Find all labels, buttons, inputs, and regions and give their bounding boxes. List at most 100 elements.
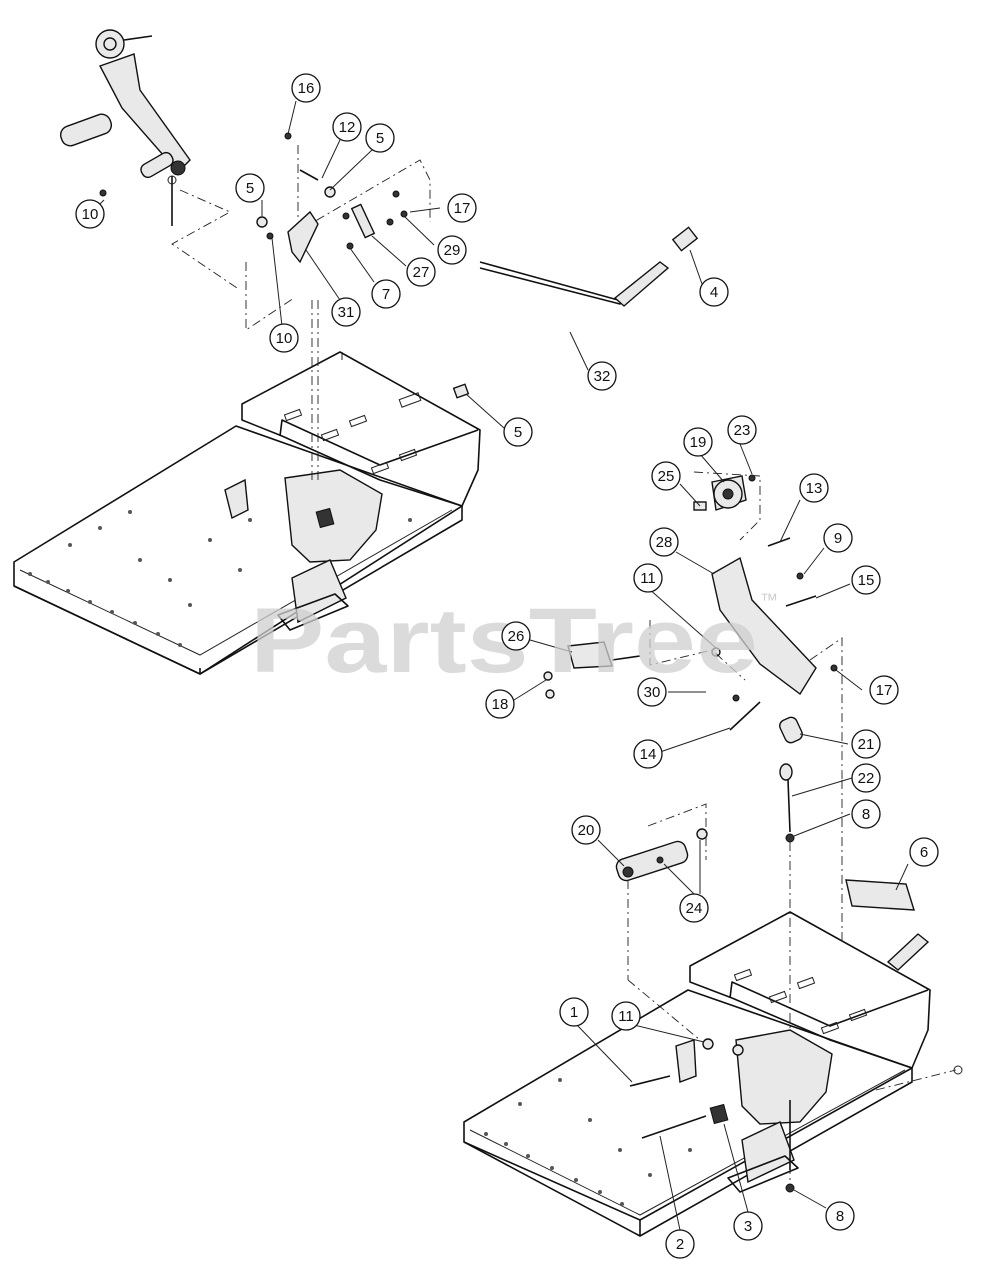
callout-circle xyxy=(633,739,663,769)
lower-housing-slots xyxy=(733,968,868,1035)
callout-label: 24 xyxy=(686,900,703,917)
upper-hardware xyxy=(99,132,408,250)
callout-label: 17 xyxy=(876,682,893,699)
callout-label: 23 xyxy=(734,422,751,439)
callout-c5a: 5 xyxy=(365,123,395,153)
callout-c14: 14 xyxy=(633,739,663,769)
callout-label: 19 xyxy=(690,434,707,451)
callout-label: 11 xyxy=(618,1008,634,1025)
callout-c18: 18 xyxy=(485,689,515,719)
callout-c1: 1 xyxy=(559,997,589,1027)
callout-label: 9 xyxy=(834,530,842,547)
upper-pedal-bracket xyxy=(284,469,383,563)
callout-circle xyxy=(825,1201,855,1231)
callout-c21: 21 xyxy=(851,729,881,759)
callout-circle xyxy=(851,763,881,793)
stop-bracket xyxy=(675,1039,697,1083)
callout-c10a: 10 xyxy=(75,199,105,229)
callout-circle xyxy=(75,199,105,229)
callout-circle xyxy=(727,415,757,445)
callout-c9: 9 xyxy=(823,523,853,553)
callout-c5b: 5 xyxy=(235,173,265,203)
callout-label: 17 xyxy=(454,200,471,217)
callout-c24: 24 xyxy=(679,893,709,923)
callout-circle xyxy=(683,427,713,457)
callout-circle xyxy=(699,277,729,307)
callout-label: 7 xyxy=(382,286,390,303)
callout-c31: 31 xyxy=(331,297,361,327)
callout-label: 2 xyxy=(676,1236,684,1253)
callout-circle xyxy=(651,461,681,491)
callout-label: 3 xyxy=(744,1218,752,1235)
callout-c8a: 8 xyxy=(851,799,881,829)
callout-c28: 28 xyxy=(649,527,679,557)
callout-c3: 3 xyxy=(733,1211,763,1241)
callout-label: 32 xyxy=(594,368,611,385)
callout-c17b: 17 xyxy=(869,675,899,705)
callout-circle xyxy=(559,997,589,1027)
callout-label: 15 xyxy=(858,572,875,589)
callout-circle xyxy=(501,621,531,651)
callout-label: 11 xyxy=(640,570,656,587)
pivot-bracket xyxy=(615,840,689,882)
lower-rear-housing xyxy=(689,911,931,1069)
lower-deck-plate xyxy=(463,989,913,1221)
callout-c16: 16 xyxy=(291,73,321,103)
callout-circle xyxy=(851,565,881,595)
callout-label: 13 xyxy=(806,480,823,497)
upper-deck-assembly xyxy=(13,29,699,675)
callout-c26: 26 xyxy=(501,621,531,651)
callout-c6: 6 xyxy=(909,837,939,867)
callout-label: 30 xyxy=(644,684,661,701)
callout-label: 16 xyxy=(298,80,315,97)
callout-circle xyxy=(869,675,899,705)
callout-c22: 22 xyxy=(851,763,881,793)
callout-label: 4 xyxy=(710,284,718,301)
callout-circle xyxy=(331,297,361,327)
callout-circle xyxy=(291,73,321,103)
callout-label: 1 xyxy=(570,1004,578,1021)
callout-circle xyxy=(909,837,939,867)
callout-label: 5 xyxy=(246,180,254,197)
callout-label: 27 xyxy=(413,264,430,281)
callout-label: 20 xyxy=(578,822,595,839)
callout-c19: 19 xyxy=(683,427,713,457)
leader-lines xyxy=(89,100,909,1231)
callout-circle xyxy=(587,361,617,391)
middle-pedal-assembly xyxy=(543,471,915,1190)
callout-circle xyxy=(637,677,667,707)
arm-roller xyxy=(59,113,113,147)
callout-circle xyxy=(447,193,477,223)
callout-c13: 13 xyxy=(799,473,829,503)
callout-c17a: 17 xyxy=(447,193,477,223)
callout-label: 14 xyxy=(640,746,657,763)
callout-circle xyxy=(851,799,881,829)
lower-pedal-bracket xyxy=(735,1029,833,1125)
callout-c8b: 8 xyxy=(825,1201,855,1231)
callout-label: 26 xyxy=(508,628,525,645)
pedal-arm xyxy=(711,556,817,696)
callout-c10b: 10 xyxy=(269,323,299,353)
callout-circle xyxy=(799,473,829,503)
callout-circle xyxy=(611,1001,641,1031)
callout-label: 29 xyxy=(444,242,461,259)
callout-circle xyxy=(406,257,436,287)
callout-c7: 7 xyxy=(371,279,401,309)
callout-c23: 23 xyxy=(727,415,757,445)
callout-label: 12 xyxy=(339,119,356,136)
callout-c20: 20 xyxy=(571,815,601,845)
callout-label: 18 xyxy=(492,696,509,713)
callout-circle xyxy=(365,123,395,153)
callout-circle xyxy=(503,417,533,447)
callout-label: 6 xyxy=(920,844,928,861)
callout-circle xyxy=(823,523,853,553)
callout-c12: 12 xyxy=(332,112,362,142)
callout-c29: 29 xyxy=(437,235,467,265)
callout-label: 8 xyxy=(862,806,870,823)
callout-circle xyxy=(665,1229,695,1259)
callout-label: 22 xyxy=(858,770,875,787)
callout-circle xyxy=(332,112,362,142)
callout-c11a: 11 xyxy=(633,563,663,593)
callout-circle xyxy=(437,235,467,265)
